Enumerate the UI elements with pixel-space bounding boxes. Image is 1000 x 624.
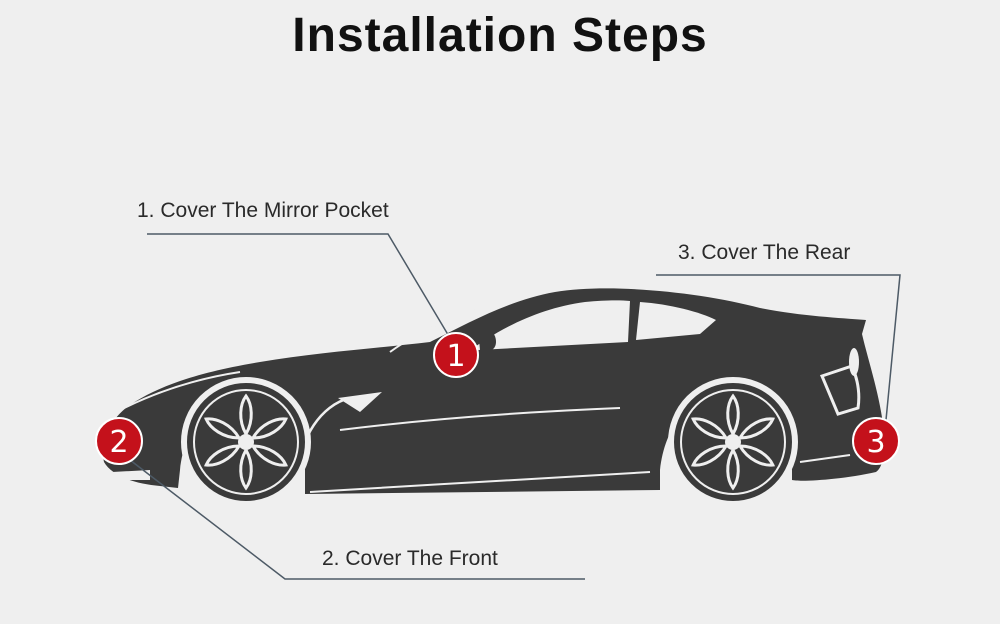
step-label-front: 2. Cover The Front xyxy=(322,547,498,571)
rear-wheel xyxy=(671,380,795,504)
step-badge-2: 2 xyxy=(96,418,142,464)
svg-text:2: 2 xyxy=(109,425,128,460)
step-badge-3: 3 xyxy=(853,418,899,464)
step-badge-1: 1 xyxy=(434,333,478,377)
front-wheel xyxy=(184,380,308,504)
svg-text:1: 1 xyxy=(446,339,465,374)
svg-text:3: 3 xyxy=(866,425,885,460)
step-label-mirror-pocket: 1. Cover The Mirror Pocket xyxy=(137,199,389,223)
leader-line-1 xyxy=(147,234,450,338)
step-label-rear: 3. Cover The Rear xyxy=(678,241,850,265)
